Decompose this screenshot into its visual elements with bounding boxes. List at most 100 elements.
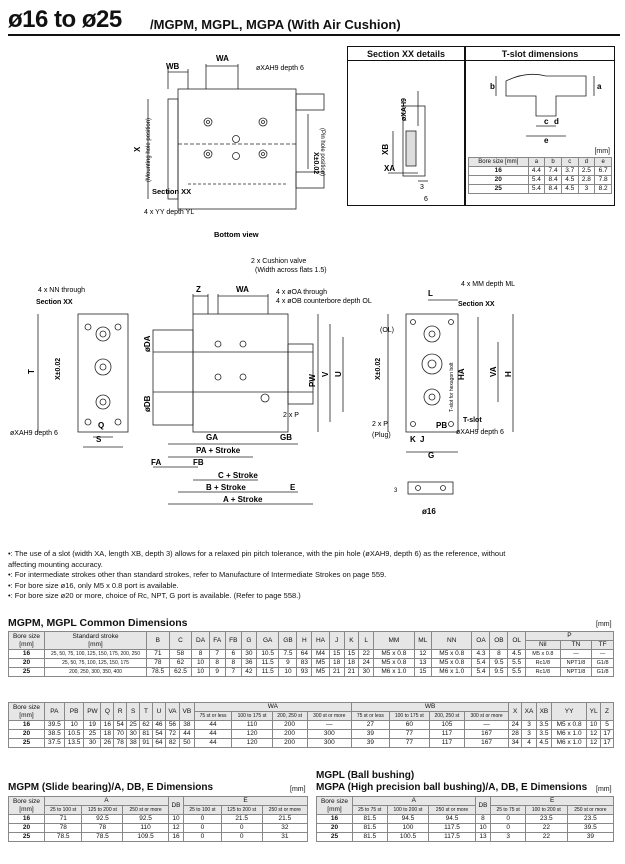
mgpl-subheader: 25 to 75 st [490,805,526,815]
t2-cell: 300 [306,738,352,748]
tslot-header: b [544,157,562,167]
t2-cell: 70 [113,729,128,739]
dim-x: X±0.02 [55,358,62,380]
t2-cell: 56 [164,720,180,730]
t1-cell: 25, 50, 75, 100, 125, 150, 175, 200, 250 [44,649,147,659]
t1-cell: M5 x 0.8 [431,658,473,668]
bore-mark: ø16 [422,507,436,516]
mgpl-cell: 100.5 [386,832,430,842]
svg-text:øXAH9: øXAH9 [401,98,408,121]
t2-cell: 38 [126,738,141,748]
mgpl-cell: 20 [316,823,353,833]
bottom-x-label: X [133,146,142,152]
plug-label: (Plug) [372,432,391,439]
notes: •: The use of a slot (width XA, length X… [8,549,618,602]
dim-pb: PB [436,421,447,430]
t1-cell: 5.4 [471,658,491,668]
t2-cell: 38.5 [44,729,65,739]
mgpl-cell: 22 [524,823,568,833]
tslot-box: T-slot dimensions b a c d e [mm] Bore si… [465,46,615,206]
mgpl-unit: [mm] [596,786,612,793]
mgpm-cell: 0 [183,823,222,833]
t2-cell: 44 [178,729,195,739]
mgpm-title: MGPM (Slide bearing)/A, DB, E Dimensions [8,782,214,793]
t2-cell: 39.5 [44,720,65,730]
dim-ga: GA [206,433,218,442]
t2-cell: 82 [164,738,180,748]
mgpm-cell: 78 [43,823,83,833]
t1-cell: 36 [241,658,257,668]
tslot-cell: 8.2 [594,184,612,194]
t2-subheader: 300 st or more [306,711,352,721]
tslot-header: a [527,157,546,167]
t1-cell: 9 [208,667,226,677]
t2-cell: 34 [508,738,523,748]
svg-text:X±0.02: X±0.02 [375,358,382,380]
note-line: •: For intermediate strokes other than s… [8,570,387,579]
t1-cell: 8 [208,658,226,668]
ol-label: (OL) [380,327,394,334]
tslot-label: T-slot [463,417,482,424]
t1-cell: 25 [8,667,45,677]
dim-3: 3 [394,488,398,494]
t1-cell: 42 [241,667,257,677]
tslot-cell: 4.4 [527,166,546,176]
t2-cell: 105 [428,720,465,730]
mgpm-cell: 110 [122,823,169,833]
t1-cell: 13 [413,658,433,668]
tslot-cell: 16 [468,166,529,176]
mgpl-cell: 10 [474,823,492,833]
t1-cell: 9 [278,658,298,668]
nn-label: 4 x NN through [38,287,85,294]
t1-cell: 4.5 [507,649,526,659]
tslot-cell: 2.8 [577,175,596,185]
t1-cell: 64 [296,649,313,659]
t1-cell: 24 [358,658,375,668]
mgpm-subheader: 25 to 100 st [43,805,83,815]
t2-subheader: 75 st or less [193,711,233,721]
mgpl-cell: 81.5 [352,823,388,833]
t1-cell: 8 [224,658,243,668]
tslot-cell: 3 [577,184,596,194]
t1-cell: 15 [328,649,345,659]
t2-cell: 167 [463,729,510,739]
t1-cell: 93 [296,667,313,677]
dim-ha: HA [457,368,466,380]
t2-cell: 54 [151,729,166,739]
mgpm-cell: 21.5 [220,814,263,824]
t2-cell: 120 [231,729,273,739]
tslot-drawing: b a c d e [490,73,602,145]
t2-cell: 20 [8,729,45,739]
t1-cell: NPT1/8 [559,658,593,668]
t1-cell: 5.5 [507,667,526,677]
t2-cell: 30 [83,738,102,748]
t2-cell: 78 [113,738,128,748]
dim-pa: PA + Stroke [196,446,241,455]
bottom-xpin-sub: (Pin hole position) [319,128,325,176]
section-xx-title: Section XX details [348,47,464,61]
mgpl-subheader: 100 to 200 st [386,805,430,815]
t2-cell: 18 [100,729,115,739]
t2-cell: 5 [600,720,614,730]
mgpm-cell: 92.5 [122,814,169,824]
svg-text:c: c [544,117,549,126]
oa-label: 4 x øOA through [276,289,327,296]
note-line: •: For bore size ø16, only M5 x 0.8 port… [8,580,179,590]
common-dims-title: MGPM, MGPL Common Dimensions [8,617,188,629]
dim-z: Z [196,285,201,294]
t2-subheader: 100 to 175 st [231,711,273,721]
ha-sub-label: T-slot for hexagon bolt [449,362,455,412]
t1-cell: 6 [224,649,243,659]
svg-text:d: d [554,117,559,126]
t2-cell: 3.5 [535,720,553,730]
mgpm-cell: 71 [43,814,83,824]
cushion-valve-label: 2 x Cushion valve [251,258,306,265]
t1-cell: Rc1/8 [524,667,561,677]
dim-va: VA [489,366,498,377]
tslot-header: d [577,157,596,167]
t2-cell: 16 [8,720,45,730]
